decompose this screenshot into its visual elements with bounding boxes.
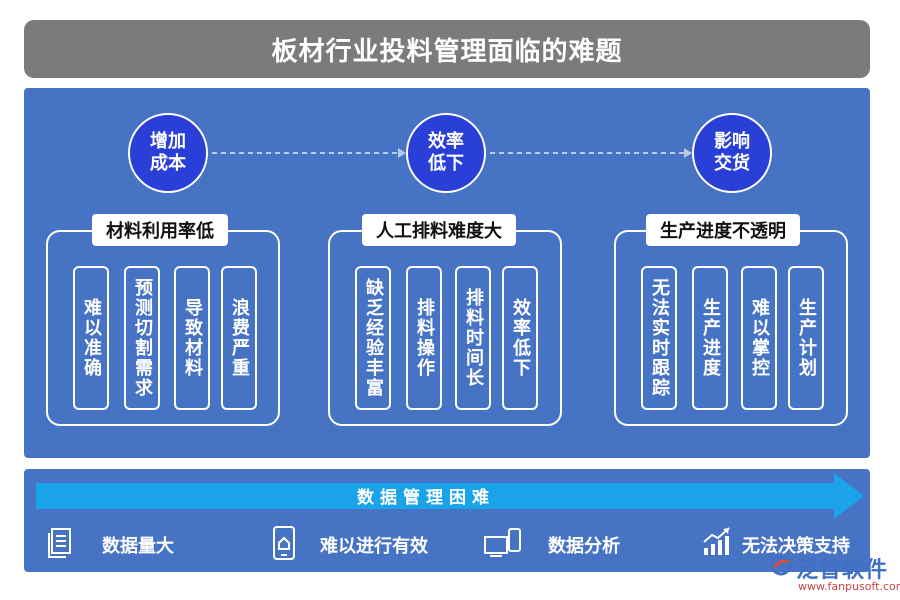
issue-box: 无法实时跟踪 (641, 266, 677, 410)
node-label-line1: 增加 (150, 131, 186, 152)
node-label-line2: 交货 (714, 153, 750, 174)
group-label-progress: 生产进度不透明 (646, 214, 800, 246)
bottom-item-label: 无法决策支持 (742, 536, 850, 557)
bottom-item-label: 数据量大 (102, 536, 174, 557)
node-circle-delivery: 影响 交货 (692, 113, 772, 193)
node-label-line1: 效率 (428, 131, 464, 152)
logo-text: 泛普软件 (796, 558, 889, 583)
issue-box: 难以掌控 (741, 266, 777, 410)
chart-trend-icon (702, 526, 732, 556)
group-label-nesting: 人工排料难度大 (362, 214, 516, 246)
node-label-line2: 成本 (150, 153, 186, 174)
logo-url: www.fanpusoft.com (798, 580, 900, 593)
bottom-item-label: 数据分析 (548, 536, 620, 557)
node-circle-efficiency: 效率 低下 (406, 113, 486, 193)
issue-box: 生产计划 (788, 266, 824, 410)
issue-box: 缺乏经验丰富 (355, 266, 391, 410)
issue-box: 难以准确 (73, 266, 109, 410)
issue-box: 生产进度 (692, 266, 728, 410)
issue-box: 排料操作 (406, 266, 442, 410)
issue-box: 导致材料 (174, 266, 210, 410)
connector-arrowhead-1 (398, 148, 406, 158)
issue-box: 预测切割需求 (124, 266, 160, 410)
page-title: 板材行业投料管理面临的难题 (24, 20, 870, 78)
node-label-line2: 低下 (428, 153, 464, 174)
bottom-item-label: 难以进行有效 (320, 536, 428, 557)
node-circle-cost: 增加 成本 (128, 113, 208, 193)
banner-text: 数据管理困难 (357, 487, 495, 508)
issue-box: 效率低下 (502, 266, 538, 410)
banner-arrow-shape (36, 473, 864, 519)
node-label-line1: 影响 (714, 131, 750, 152)
group-label-material: 材料利用率低 (92, 214, 228, 246)
logo-mark (770, 554, 792, 580)
issue-box: 排料时间长 (455, 266, 491, 410)
document-icon (48, 528, 74, 558)
mobile-home-icon (272, 526, 296, 560)
connector-arrowhead-2 (684, 148, 692, 158)
devices-icon (484, 528, 522, 558)
issue-box: 浪费严重 (221, 266, 257, 410)
